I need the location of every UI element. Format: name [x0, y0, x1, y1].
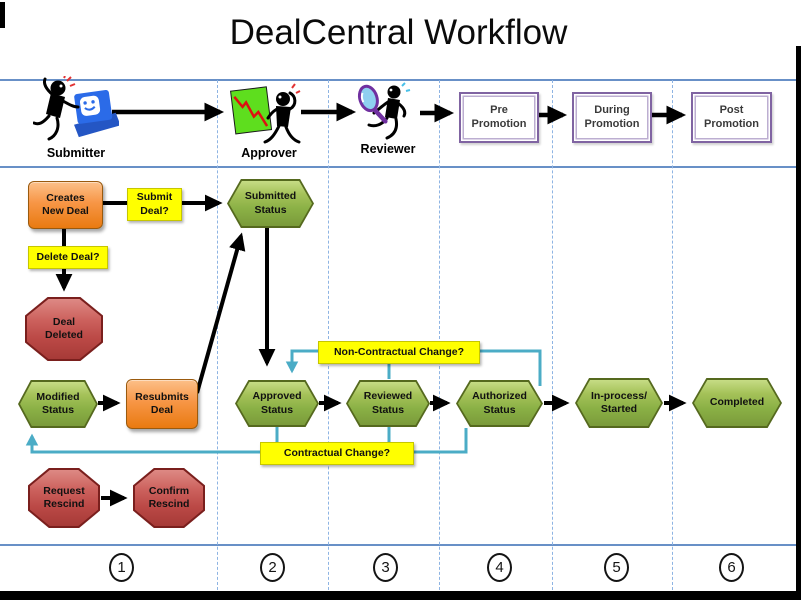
page-title: DealCentral Workflow — [229, 13, 568, 52]
approver-icon — [230, 82, 308, 150]
node-label: Completed — [709, 396, 765, 409]
node-label: Non-Contractual Change? — [333, 345, 465, 358]
phase-post-promotion[interactable]: Post Promotion — [691, 92, 772, 143]
node-deal-deleted[interactable]: Deal Deleted — [25, 297, 103, 361]
lane-number-4: 4 — [487, 553, 512, 582]
node-label: Deal Deleted — [45, 315, 83, 341]
node-authorized-status[interactable]: Authorized Status — [456, 380, 543, 427]
phase-label: During Promotion — [584, 103, 640, 130]
node-modified-status[interactable]: Modified Status — [18, 380, 98, 428]
frame-edge-right — [796, 46, 801, 600]
node-contractual-change[interactable]: Contractual Change? — [260, 442, 414, 465]
node-label: Resubmits Deal — [135, 390, 189, 416]
node-label: Creates New Deal — [42, 191, 89, 217]
column-guide-3 — [439, 80, 440, 600]
node-submit-deal[interactable]: Submit Deal? — [127, 188, 182, 221]
lane-number-5: 5 — [604, 553, 629, 582]
node-completed[interactable]: Completed — [692, 378, 782, 428]
separator-actors — [0, 166, 797, 168]
phase-during-promotion[interactable]: During Promotion — [572, 92, 652, 143]
column-guide-4 — [552, 80, 553, 600]
node-confirm-rescind[interactable]: Confirm Rescind — [133, 468, 205, 528]
reviewer-icon — [352, 82, 424, 144]
node-non-contractual-change[interactable]: Non-Contractual Change? — [318, 341, 480, 364]
node-label: In-process/ Started — [590, 389, 648, 415]
column-guide-5 — [672, 80, 673, 600]
node-delete-deal[interactable]: Delete Deal? — [28, 246, 108, 269]
node-resubmits-deal[interactable]: Resubmits Deal — [126, 379, 198, 429]
node-request-rescind[interactable]: Request Rescind — [28, 468, 100, 528]
phase-label: Pre Promotion — [471, 103, 527, 130]
column-guide-1 — [217, 80, 218, 600]
node-label: Confirm Rescind — [148, 484, 190, 510]
approver-label: Approver — [241, 146, 297, 160]
node-approved-status[interactable]: Approved Status — [235, 380, 319, 427]
node-submitted-status[interactable]: Submitted Status — [227, 179, 314, 228]
separator-top — [0, 79, 797, 81]
lane-number-1: 1 — [109, 553, 134, 582]
node-label: Modified Status — [36, 390, 80, 416]
node-label: Request Rescind — [43, 484, 85, 510]
node-label: Submitted Status — [244, 190, 297, 216]
node-label: Contractual Change? — [283, 446, 391, 459]
node-creates-new-deal[interactable]: Creates New Deal — [28, 181, 103, 229]
submitter-icon — [32, 75, 121, 150]
column-guide-2 — [328, 80, 329, 600]
phase-label: Post Promotion — [704, 103, 759, 130]
lane-number-3: 3 — [373, 553, 398, 582]
frame-edge-bottom — [0, 591, 801, 600]
submitter-label: Submitter — [46, 146, 106, 160]
node-label: Delete Deal? — [36, 250, 100, 263]
phase-pre-promotion[interactable]: Pre Promotion — [459, 92, 539, 143]
lane-number-2: 2 — [260, 553, 285, 582]
node-label: Approved Status — [252, 390, 302, 416]
node-label: Submit Deal? — [136, 191, 173, 217]
node-label: Authorized Status — [472, 390, 527, 416]
reviewer-label: Reviewer — [360, 142, 416, 156]
lane-number-6: 6 — [719, 553, 744, 582]
node-in-process-started[interactable]: In-process/ Started — [575, 378, 663, 428]
separator-bottom — [0, 544, 797, 546]
node-label: Reviewed Status — [363, 390, 413, 416]
frame-edge-topleft — [0, 2, 5, 28]
black-arrows — [55, 102, 687, 507]
node-reviewed-status[interactable]: Reviewed Status — [346, 380, 430, 427]
